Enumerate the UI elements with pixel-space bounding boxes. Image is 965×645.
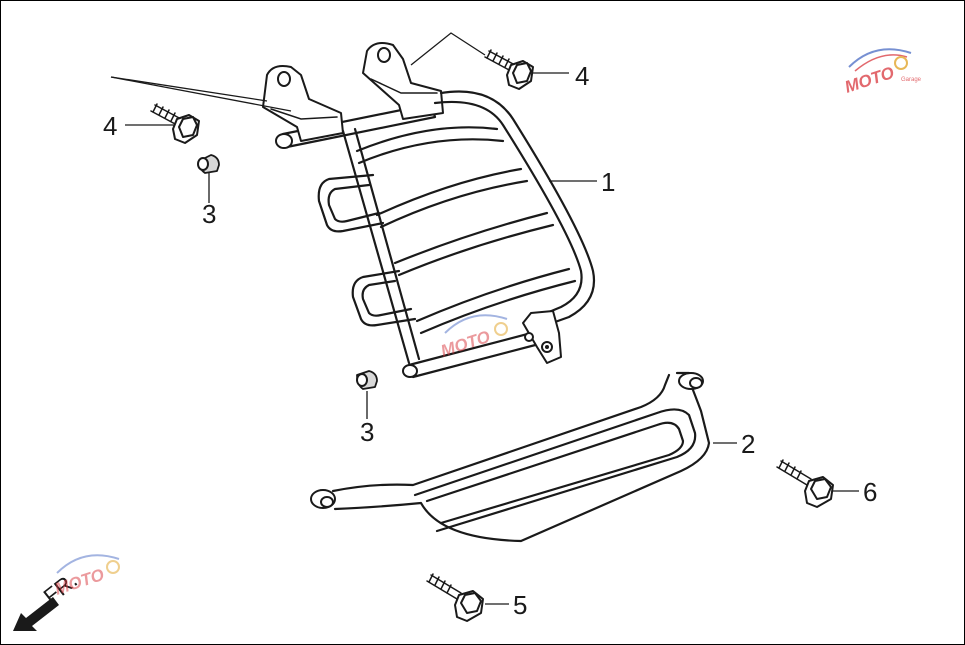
callout-3-lower: 3	[360, 417, 374, 447]
svg-text:Garage: Garage	[901, 77, 922, 83]
flange-bolt-right-lower	[776, 459, 834, 508]
svg-text:MOTO: MOTO	[842, 63, 896, 97]
flange-bolt-right	[484, 49, 534, 90]
callout-4-right: 4	[575, 61, 589, 91]
watermark-logo-top-right: MOTO Garage	[842, 48, 922, 97]
callout-3-upper: 3	[202, 199, 216, 229]
rear-carrier-rack	[262, 42, 596, 379]
callout-6: 6	[863, 477, 877, 507]
watermark-logo-bottom-left: MOTO	[52, 554, 120, 599]
lower-brace-rack	[310, 371, 711, 543]
callout-4-left: 4	[103, 111, 117, 141]
callout-2: 2	[741, 429, 755, 459]
rubber-cap-upper	[197, 154, 220, 174]
rubber-cap-lower	[356, 370, 378, 390]
flange-bolt-bottom	[426, 573, 484, 622]
callout-5: 5	[513, 590, 527, 620]
flange-bolt-left	[150, 103, 200, 144]
front-arrow-icon	[13, 597, 59, 631]
leader-lines	[110, 32, 859, 605]
callout-1: 1	[601, 167, 615, 197]
